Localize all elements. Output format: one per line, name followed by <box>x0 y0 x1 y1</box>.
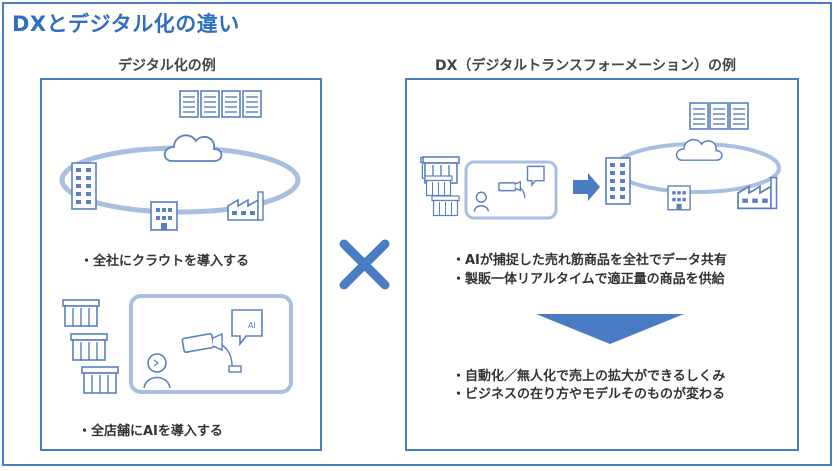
page-title: DXとデジタル化の違い <box>12 12 240 36</box>
right-bullet-1: ・AIが捕捉した売れ筋商品を全社でデータ共有 <box>452 253 727 268</box>
ai-speech-bubble-icon: AI <box>231 309 263 347</box>
ai-bubble-text: AI <box>248 321 256 330</box>
right-panel-heading: DX（デジタルトランスフォーメーション）の例 <box>435 58 737 74</box>
right-panel <box>405 78 799 451</box>
shop-icon <box>424 175 453 197</box>
cloud-icon <box>163 134 223 162</box>
camera-icon <box>498 180 526 199</box>
arrow-right-icon <box>573 173 600 201</box>
left-bullet-ai: ・全店舗にAIを導入する <box>78 424 223 439</box>
right-bullet-2: ・製販一体リアルタイムで適正量の商品を供給 <box>452 272 725 287</box>
shop-icon <box>62 299 100 327</box>
camera-icon <box>181 332 242 373</box>
right-server-rack <box>689 102 749 130</box>
left-bullet-cloud: ・全社にクラウトを導入する <box>80 254 250 269</box>
person-icon <box>473 191 490 212</box>
shop-icon <box>70 333 108 361</box>
down-arrow-icon <box>536 314 684 344</box>
right-bullet-3: ・自動化／無人化で売上の拡大ができるしくみ <box>452 369 726 384</box>
ai-speech-bubble-icon <box>526 165 545 188</box>
shop-icon <box>81 366 119 394</box>
building-icon <box>605 157 631 205</box>
diagram-frame <box>2 2 832 466</box>
office-icon <box>150 201 178 231</box>
shop-icon <box>431 195 460 217</box>
right-bullet-4: ・ビジネスの在り方やモデルそのものが変わる <box>452 387 726 402</box>
office-icon <box>667 185 691 211</box>
building-icon <box>71 162 97 210</box>
person-icon <box>143 353 171 389</box>
left-server-rack <box>179 90 262 118</box>
left-panel-heading: デジタル化の例 <box>118 58 216 74</box>
factory-icon <box>227 191 264 221</box>
cross-icon <box>339 239 390 290</box>
left-panel <box>40 78 322 451</box>
